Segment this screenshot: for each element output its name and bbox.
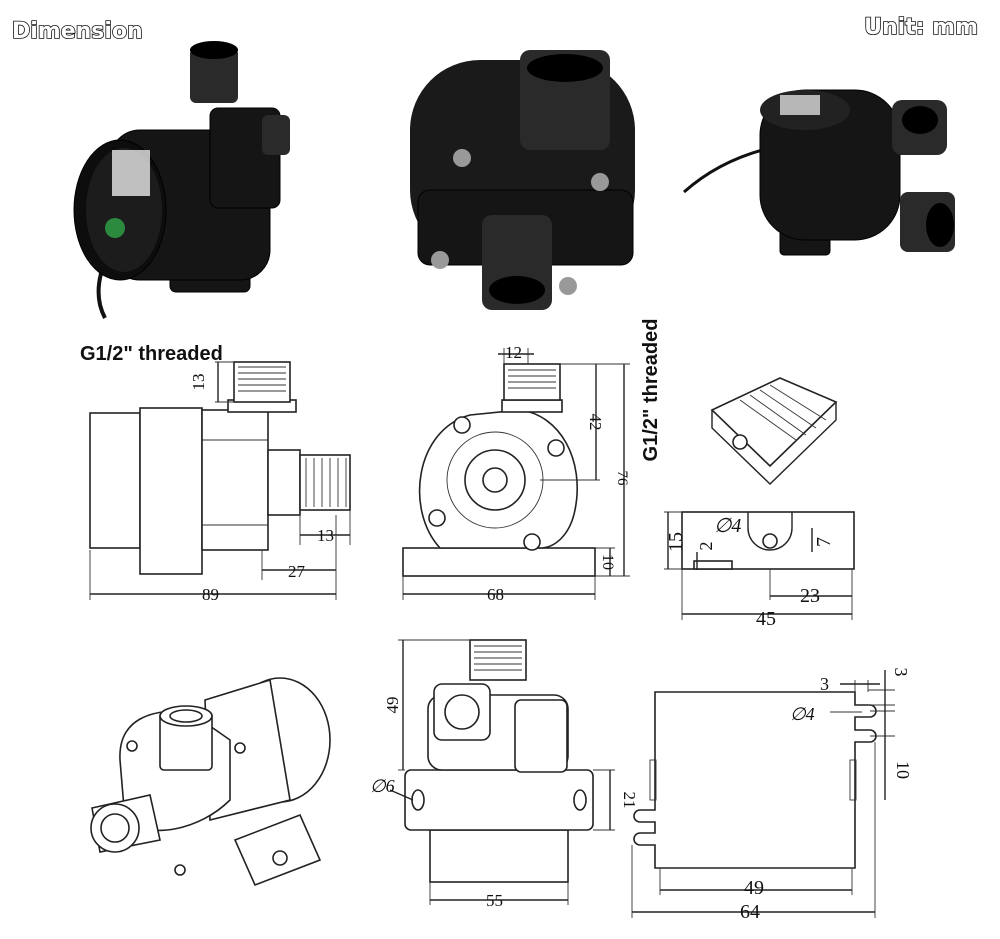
thread-label-side: G1/2" threaded [80, 343, 223, 365]
ctrl-width-label: 45 [756, 608, 776, 630]
title: Dimension [12, 19, 143, 44]
isometric-line-drawing [90, 677, 331, 887]
plate-hole-label: ∅4 [790, 704, 815, 724]
plate-slot-spacing-label: 10 [893, 761, 913, 779]
front-base-width-label: 68 [487, 585, 504, 604]
side-view-drawing [89, 361, 351, 600]
bottom-height-label: 49 [383, 697, 402, 714]
plate-slot-width-a-label: 3 [820, 674, 829, 694]
thread-label-front: G1/2" threaded [640, 319, 662, 462]
ctrl-hole-x-label: 23 [800, 585, 820, 607]
side-inlet-length-label: 13 [317, 526, 334, 545]
side-total-length-label: 89 [202, 585, 219, 604]
product-photo-angled [683, 89, 955, 256]
front-view-drawing [402, 348, 630, 600]
unit-label: Unit: mm [864, 15, 978, 40]
bottom-width-label: 55 [486, 891, 503, 910]
product-photo-front [410, 50, 635, 310]
ctrl-hole-label: ∅4 [714, 515, 741, 537]
ctrl-height-label: 15 [665, 532, 687, 552]
ctrl-small-label: 2 [696, 542, 716, 551]
base-plate-drawing [631, 670, 895, 918]
bottom-front-view-drawing [389, 639, 615, 905]
plate-slot-width-b-label: 3 [891, 668, 911, 677]
ctrl-hole-offset-label: 7 [813, 537, 835, 547]
front-total-height-label: 76 [614, 471, 630, 487]
front-base-height-label: 10 [599, 554, 616, 570]
bottom-hole-label: ∅6 [370, 776, 395, 796]
bottom-mount-height-label: 21 [620, 792, 639, 809]
product-photo-side [73, 41, 290, 319]
plate-inner-width-label: 49 [744, 877, 764, 899]
controller-drawing [664, 377, 855, 620]
plate-total-width-label: 64 [740, 901, 760, 923]
front-outlet-width-label: 12 [505, 343, 522, 362]
side-outlet-height-label: 13 [189, 374, 208, 391]
side-inlet-offset-label: 27 [288, 562, 306, 581]
front-center-height-label: 42 [586, 414, 605, 431]
